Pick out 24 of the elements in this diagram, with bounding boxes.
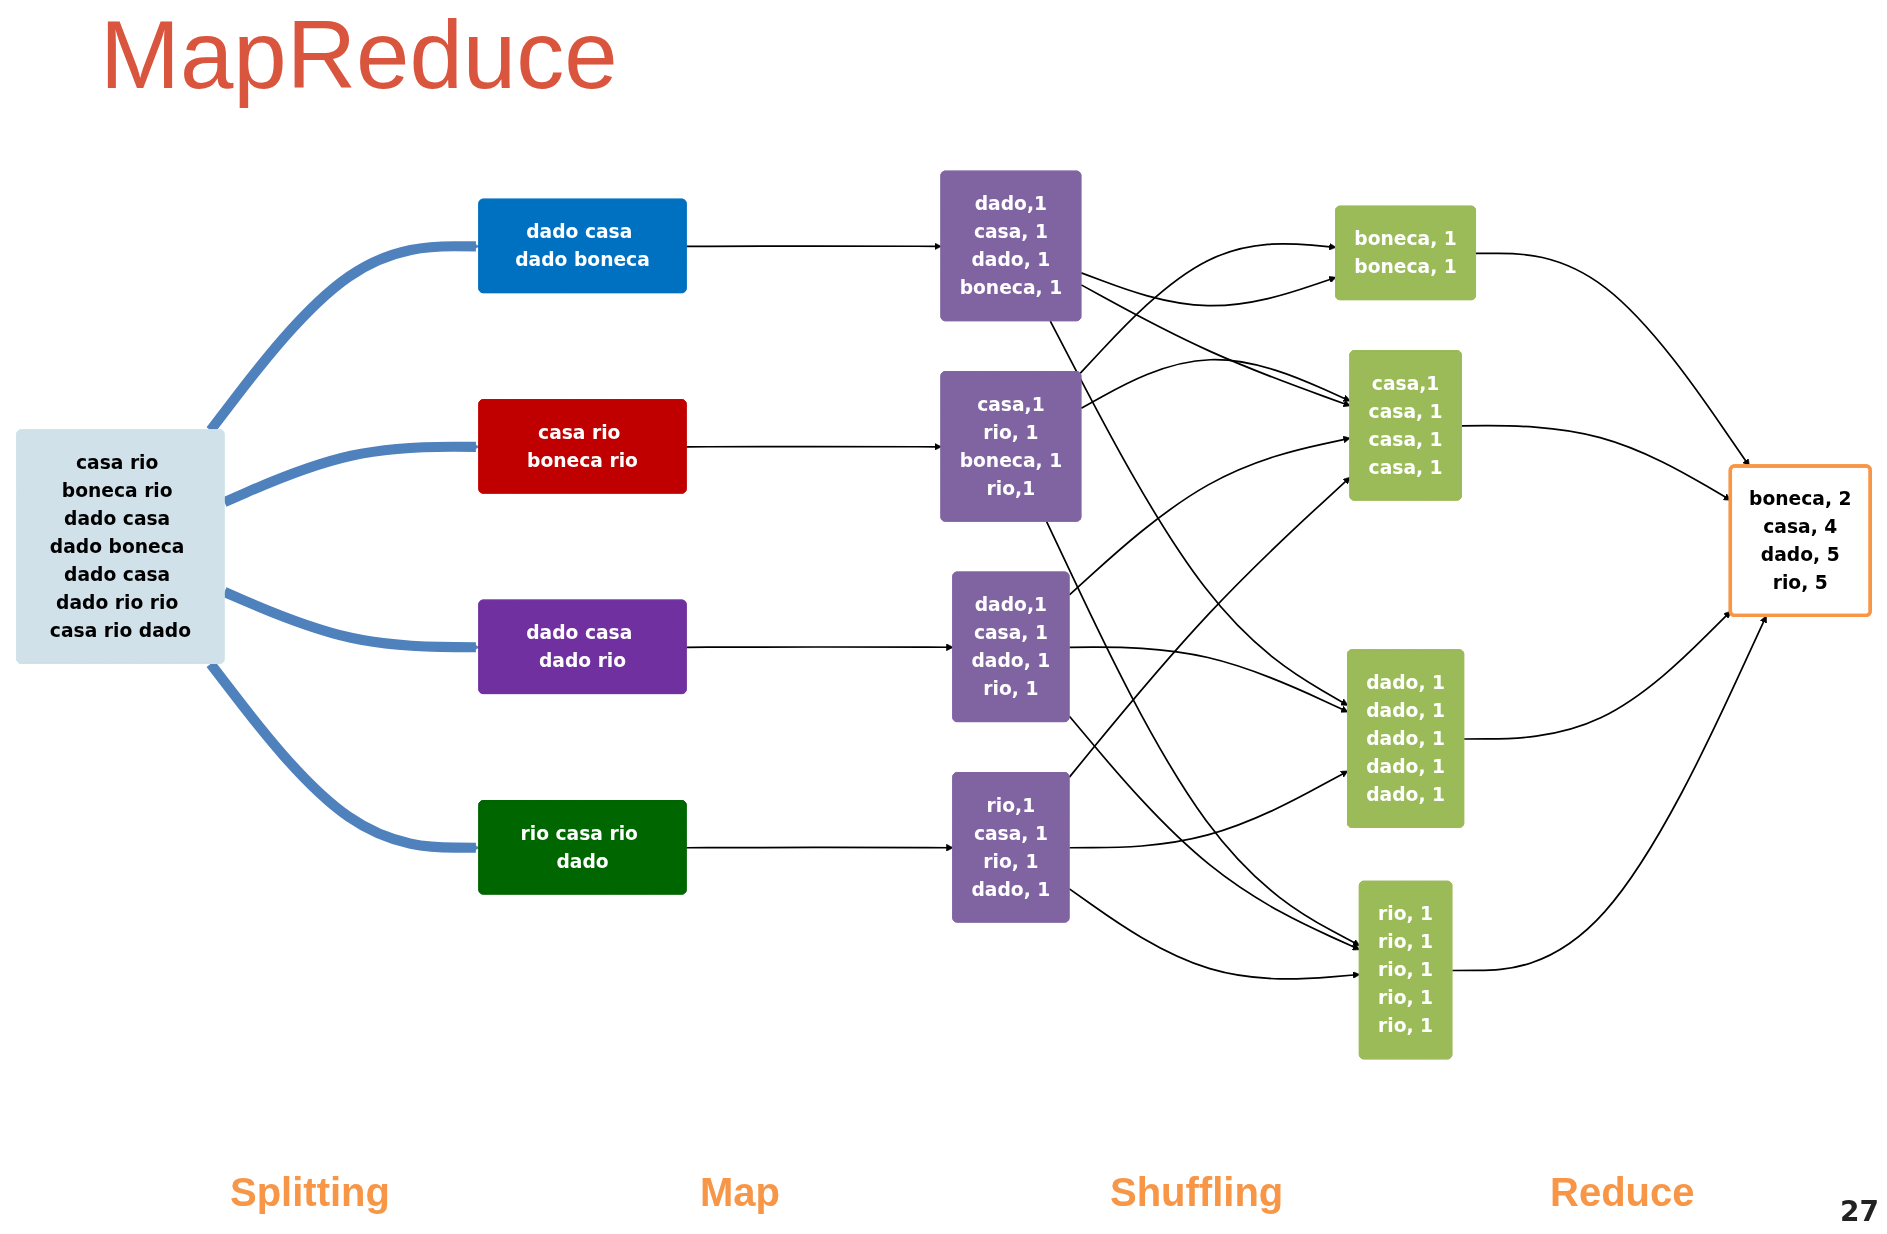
stage-label: Map [700, 1170, 780, 1215]
arrow [1079, 242, 1337, 375]
stage-label: Reduce [1550, 1170, 1695, 1215]
arrow [1080, 284, 1351, 408]
arrow [685, 443, 942, 451]
arrow [1080, 358, 1351, 410]
arrow [1068, 715, 1361, 951]
arrow [1068, 435, 1351, 596]
arrow [685, 844, 954, 852]
arrow [685, 643, 954, 651]
arrow [1049, 320, 1349, 706]
arrow [685, 242, 942, 251]
stage-label: Shuffling [1110, 1170, 1284, 1215]
stage-label: Splitting [230, 1170, 390, 1215]
arrow [1045, 520, 1361, 947]
arrow [1068, 770, 1349, 849]
arrow [1068, 646, 1349, 713]
arrow [1068, 476, 1351, 778]
title: MapReduce [100, 0, 618, 110]
arrow [1451, 615, 1767, 972]
arrow [1463, 610, 1732, 740]
page-number: 27 [1840, 1195, 1879, 1228]
arrow [1080, 272, 1337, 307]
arrow [1068, 888, 1361, 980]
